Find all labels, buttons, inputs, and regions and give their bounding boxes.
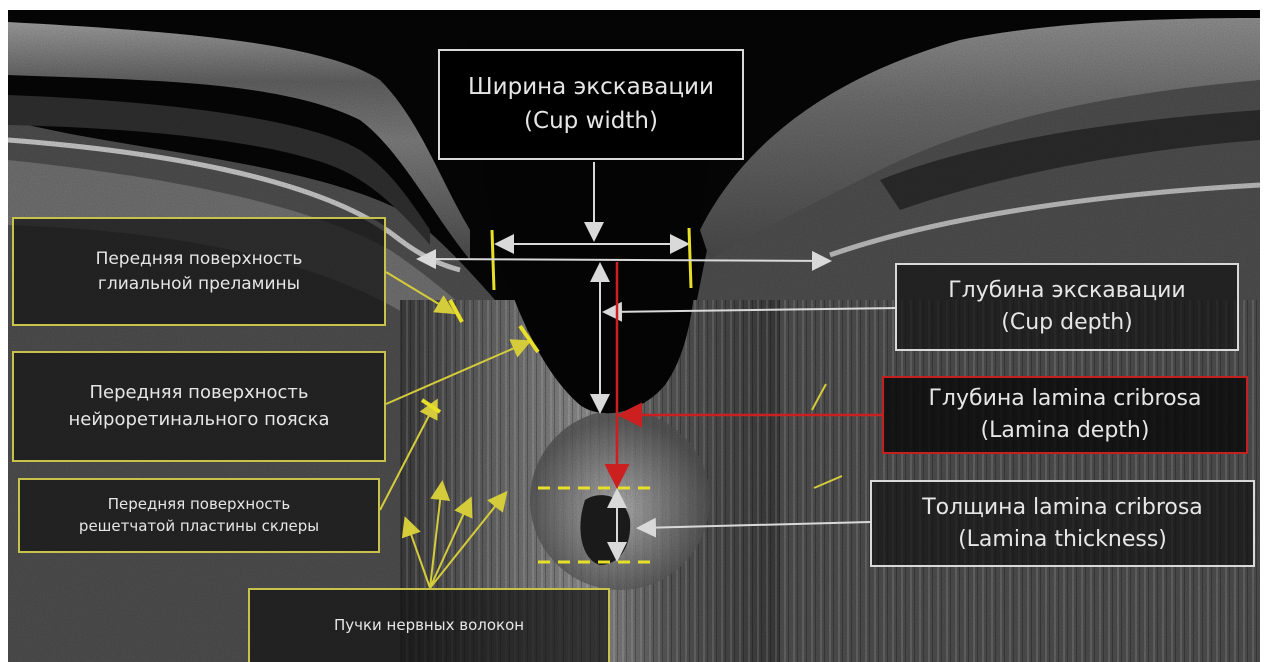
glial-surface-label-box: Передняя поверхность глиальной преламины <box>12 217 386 326</box>
neuroretinal-surface-label-box: Передняя поверхность нейроретинального п… <box>12 351 386 462</box>
lamina-thickness-label-en: (Lamina thickness) <box>958 524 1167 556</box>
glial-surface-label-line2: глиальной преламины <box>98 272 300 297</box>
lamina-surface-label-line2: решетчатой пластины склеры <box>79 516 319 538</box>
cup-width-tick-right <box>689 228 691 288</box>
lamina-depth-label-box: Глубина lamina cribrosa (Lamina depth) <box>882 376 1248 454</box>
cup-width-label-ru: Ширина экскавации <box>468 71 714 104</box>
nerve-fibers-label: Пучки нервных волокон <box>334 615 524 637</box>
neuroretinal-surface-label-line2: нейроретинального пояска <box>69 407 330 433</box>
glial-surface-label-line1: Передняя поверхность <box>96 247 303 272</box>
cup-width-label-en: (Cup width) <box>524 105 658 138</box>
neuroretinal-surface-label-line1: Передняя поверхность <box>89 380 308 406</box>
lamina-depth-label-ru: Глубина lamina cribrosa <box>929 383 1202 415</box>
lamina-thickness-label-ru: Толщина lamina cribrosa <box>922 492 1203 524</box>
nerve-fibers-label-box: Пучки нервных волокон <box>248 588 610 662</box>
lamina-surface-label-line1: Передняя поверхность <box>108 494 291 516</box>
lamina-depth-label-en: (Lamina depth) <box>981 415 1150 447</box>
lamina-surface-label-box: Передняя поверхность решетчатой пластины… <box>18 478 380 553</box>
cup-depth-label-box: Глубина экскавации (Cup depth) <box>895 263 1239 351</box>
lamina-thickness-label-box: Толщина lamina cribrosa (Lamina thicknes… <box>870 480 1255 567</box>
cup-depth-label-ru: Глубина экскавации <box>948 275 1185 307</box>
cup-depth-label-en: (Cup depth) <box>1001 307 1132 339</box>
cup-width-label-box: Ширина экскавации (Cup width) <box>438 49 744 160</box>
